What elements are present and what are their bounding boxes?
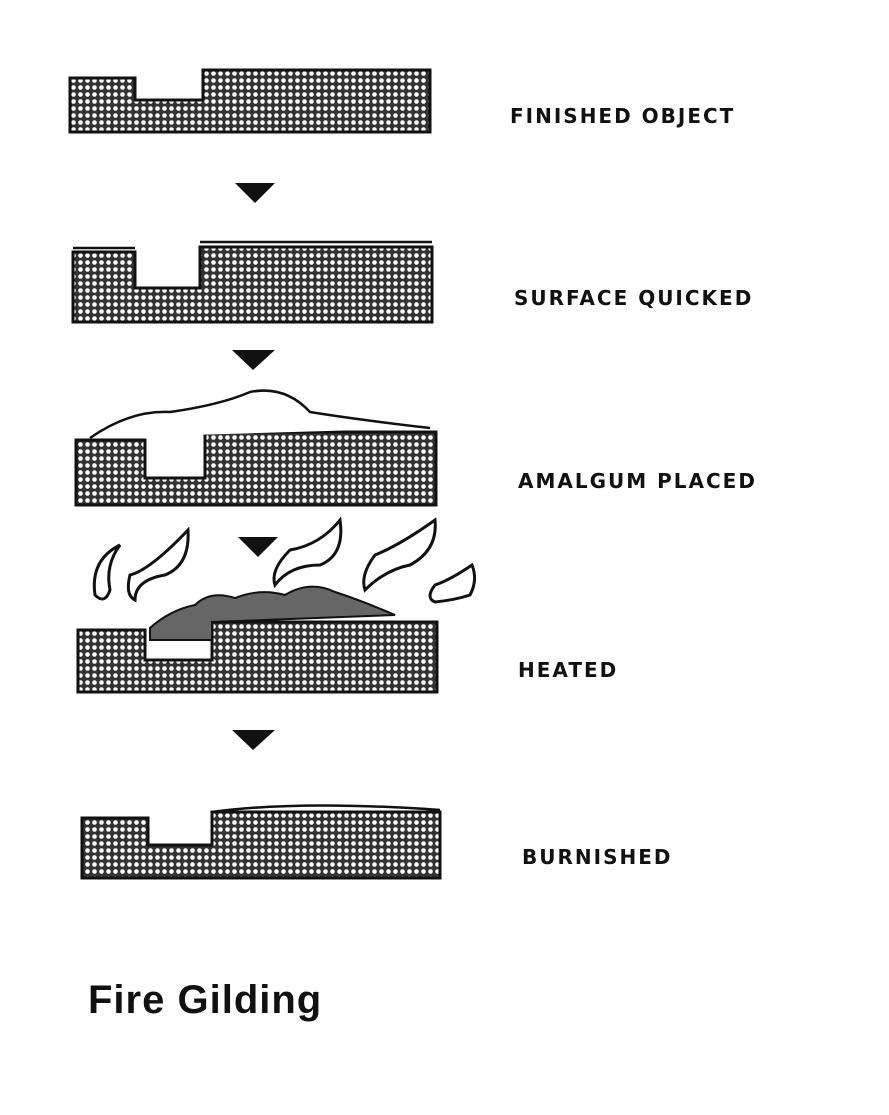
heated-amalgam [149,585,396,641]
arrow-down-icon [232,730,275,750]
flames [92,516,477,604]
step-label-burnished: BURNISHED [522,845,673,869]
flame-icon [362,517,437,593]
flame-icon [126,526,190,603]
object-burnished [80,810,442,880]
diagram-title: Fire Gilding [88,978,323,1022]
amalgam-blob [89,389,431,440]
arrows [232,183,278,750]
flame-icon [92,543,122,601]
step-label-heated: HEATED [518,658,619,682]
arrow-down-icon [238,537,278,557]
gold-layer [211,804,441,814]
step-label-surface-quicked: SURFACE QUICKED [514,286,754,310]
flame-icon [428,562,477,604]
flame-icon [272,516,343,589]
object-heated [76,620,439,694]
arrow-down-icon [235,183,275,203]
object-finished [68,68,432,134]
mercury-layer [73,240,432,250]
object-amalgam [74,430,438,507]
step-label-finished-object: FINISHED OBJECT [510,104,736,128]
step-label-amalgum-placed: AMALGUM PLACED [518,469,757,493]
object-quicked [71,245,434,324]
arrow-down-icon [232,350,275,370]
